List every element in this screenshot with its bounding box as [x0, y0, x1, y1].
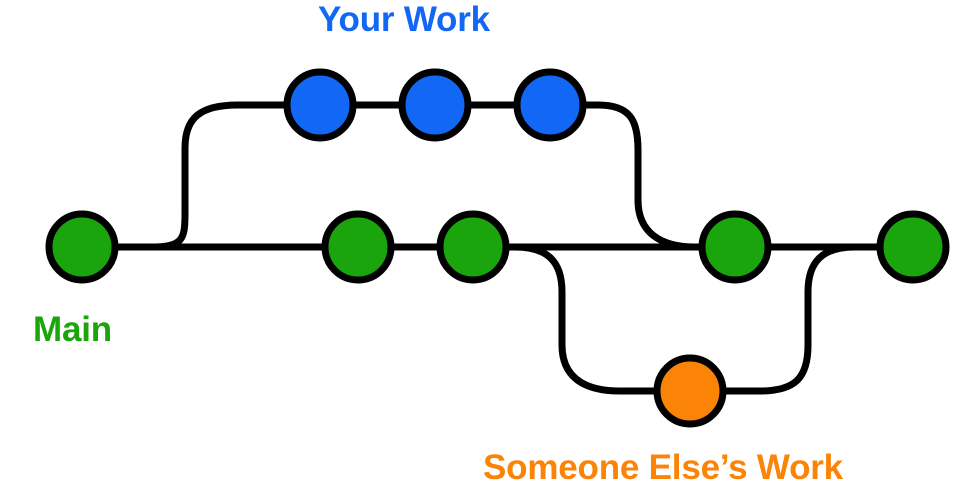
someone-else-merge-curve — [686, 243, 884, 395]
orange-commit-1[interactable] — [653, 354, 727, 428]
blue-commit-1[interactable] — [283, 68, 357, 142]
branch-label-your-work: Your Work — [318, 0, 490, 39]
branch-label-someone-else: Someone Else’s Work — [483, 448, 843, 487]
green-commit-4[interactable] — [698, 210, 772, 284]
green-commit-2[interactable] — [321, 210, 395, 284]
your-work-branch-out-curve — [146, 101, 324, 251]
your-work-merge-curve — [546, 101, 739, 251]
green-commit-1[interactable] — [45, 210, 119, 284]
green-commit-3[interactable] — [436, 210, 510, 284]
branch-label-main: Main — [33, 310, 112, 349]
blue-commit-3[interactable] — [513, 68, 587, 142]
someone-else-branch-out-curve — [511, 243, 694, 395]
commit-nodes — [45, 68, 950, 428]
blue-commit-2[interactable] — [398, 68, 472, 142]
green-commit-5[interactable] — [876, 210, 950, 284]
